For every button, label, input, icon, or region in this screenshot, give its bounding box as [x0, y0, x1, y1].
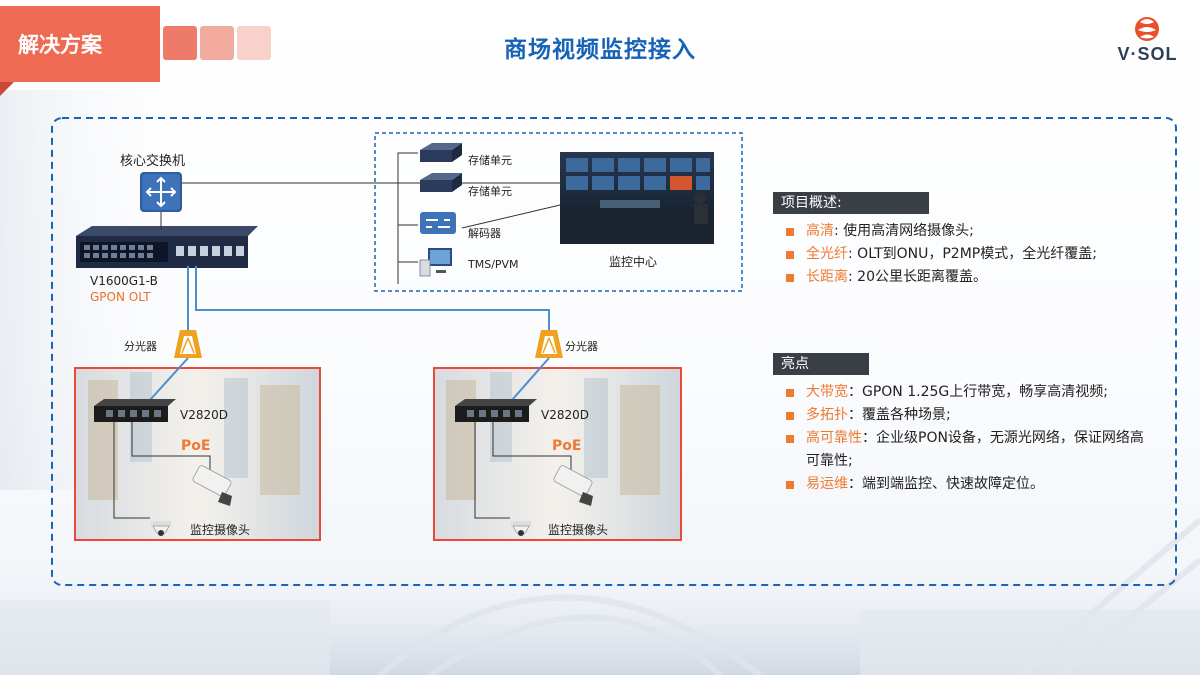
storage-unit-icon-1: [420, 143, 462, 162]
splitter-icon-1: [174, 330, 202, 358]
site-box-2: [433, 367, 682, 541]
camera-label-1: 监控摄像头: [190, 523, 251, 537]
bullet-square-icon: [786, 228, 794, 236]
highlight-item-3-sep: ：: [862, 430, 876, 446]
overview-item-3-text: 20公里长距离覆盖。: [857, 269, 987, 285]
highlight-item-4-key: 易运维: [806, 476, 848, 492]
overview-item-1-key: 高清: [806, 223, 834, 239]
poe-label-1: PoE: [181, 438, 211, 454]
bullet-square-icon: [786, 412, 794, 420]
highlight-item-4-sep: ：: [848, 476, 862, 492]
overview-item-2-key: 全光纤: [806, 246, 848, 262]
tag-square-1: [163, 26, 197, 60]
bullet-square-icon: [786, 389, 794, 397]
overview-item-1: 高清: 使用高清网络摄像头;: [786, 220, 1151, 243]
olt-model-label: V1600G1-B: [90, 274, 158, 288]
dome-camera-icon-1: [151, 521, 171, 536]
highlight-item-2-sep: ：: [848, 407, 862, 423]
overview-item-2-text: OLT到ONU，P2MP模式，全光纤覆盖;: [857, 246, 1097, 262]
overview-item-2-sep: :: [848, 246, 858, 262]
bullet-camera-icon-1: [192, 465, 232, 506]
highlight-item-3-text: 企业级PON设备，无源光网络，保证网络高可靠性;: [806, 430, 1144, 469]
highlight-item-1-key: 大带宽: [806, 384, 848, 400]
section-tag-fold: [0, 82, 14, 96]
overview-item-3: 长距离: 20公里长距离覆盖。: [786, 266, 1151, 289]
logo-text: V·SOL: [1117, 44, 1178, 64]
outer-dashed-frame: [51, 117, 1177, 586]
highlights-heading: 亮点: [773, 353, 869, 375]
onu-model-label-1: V2820D: [180, 408, 228, 422]
highlights-list: 大带宽：GPON 1.25G上行带宽，畅享高清视频; 多拓扑：覆盖各种场景; 高…: [786, 381, 1151, 496]
highlight-item-3: 高可靠性：企业级PON设备，无源光网络，保证网络高可靠性;: [786, 427, 1151, 473]
bullet-square-icon: [786, 481, 794, 489]
tms-pvm-icon: [419, 248, 452, 277]
onu-device-icon-2: [455, 399, 537, 422]
bullet-square-icon: [786, 435, 794, 443]
monitor-center-label: 监控中心: [609, 255, 658, 269]
highlight-item-1: 大带宽：GPON 1.25G上行带宽，畅享高清视频;: [786, 381, 1151, 404]
olt-device-icon: [76, 226, 258, 268]
overview-heading-text: 项目概述:: [781, 195, 842, 211]
overview-item-2: 全光纤: OLT到ONU，P2MP模式，全光纤覆盖;: [786, 243, 1151, 266]
highlight-item-3-key: 高可靠性: [806, 430, 862, 446]
overview-item-1-sep: :: [834, 223, 844, 239]
highlight-item-4: 易运维：端到端监控、快速故障定位。: [786, 473, 1151, 496]
camera-label-2: 监控摄像头: [548, 523, 609, 537]
onu-model-label-2: V2820D: [541, 408, 589, 422]
bullet-camera-icon-2: [553, 465, 593, 506]
highlight-item-2-text: 覆盖各种场景;: [862, 407, 951, 423]
dome-camera-icon-2: [511, 521, 531, 536]
highlight-item-2: 多拓扑：覆盖各种场景;: [786, 404, 1151, 427]
splitter-label-2: 分光器: [565, 340, 598, 353]
highlight-item-2-key: 多拓扑: [806, 407, 848, 423]
storage-unit-label-1: 存储单元: [468, 154, 512, 167]
vsol-logo-icon: [1135, 17, 1159, 41]
highlight-item-1-sep: ：: [848, 384, 862, 400]
section-tag: 解决方案: [0, 6, 160, 82]
highlights-heading-text: 亮点: [781, 356, 809, 372]
bullet-square-icon: [786, 274, 794, 282]
highlight-item-4-text: 端到端监控、快速故障定位。: [862, 476, 1044, 492]
overview-item-3-key: 长距离: [806, 269, 848, 285]
bullet-square-icon: [786, 251, 794, 259]
monitor-center-frame: [374, 132, 743, 292]
overview-item-1-text: 使用高清网络摄像头;: [843, 223, 974, 239]
splitter-label-1: 分光器: [124, 340, 157, 353]
monitor-center-image: [560, 152, 714, 244]
core-switch-label: 核心交换机: [120, 154, 186, 169]
poe-label-2: PoE: [552, 438, 582, 454]
onu-device-icon-1: [94, 399, 176, 422]
highlight-item-1-text: GPON 1.25G上行带宽，畅享高清视频;: [862, 384, 1108, 400]
page-title: 商场视频监控接入: [504, 37, 696, 63]
olt-type-label: GPON OLT: [90, 290, 151, 304]
overview-list: 高清: 使用高清网络摄像头; 全光纤: OLT到ONU，P2MP模式，全光纤覆盖…: [786, 220, 1151, 289]
overview-heading: 项目概述:: [773, 192, 929, 214]
tms-pvm-label: TMS/PVM: [468, 258, 519, 271]
splitter-icon-2: [535, 330, 563, 358]
decoder-icon: [420, 212, 456, 234]
site-box-1: [74, 367, 321, 541]
storage-unit-label-2: 存储单元: [468, 185, 512, 198]
overview-item-3-sep: :: [848, 269, 858, 285]
tag-square-3: [237, 26, 271, 60]
tag-square-2: [200, 26, 234, 60]
core-switch-icon: [140, 172, 182, 212]
section-tag-label: 解决方案: [18, 33, 102, 57]
storage-unit-icon-2: [420, 173, 462, 192]
decoder-label: 解码器: [468, 227, 501, 240]
